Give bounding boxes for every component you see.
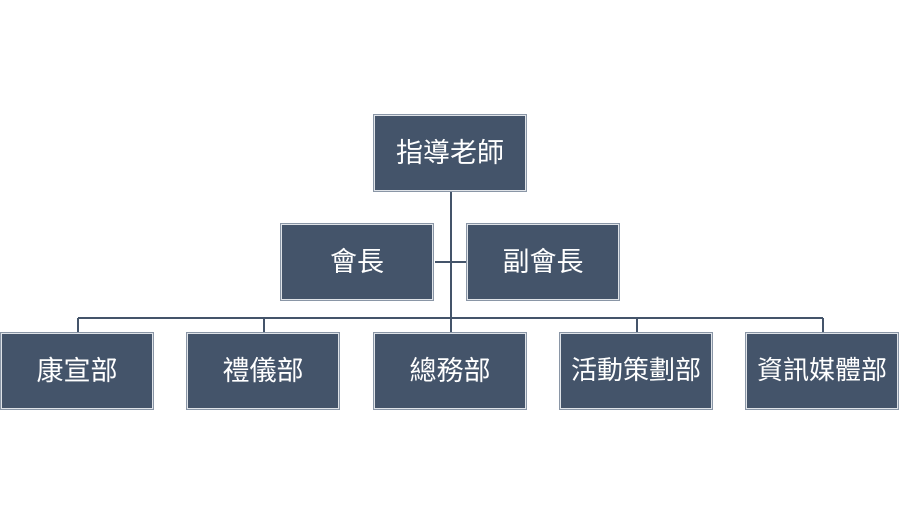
node-department-label: 康宣部 bbox=[36, 355, 118, 387]
node-department-publicity: 康宣部 bbox=[0, 332, 154, 410]
node-department-information-media: 資訊媒體部 bbox=[745, 332, 899, 410]
node-vice-president-label: 副會長 bbox=[502, 246, 584, 278]
node-advisor: 指導老師 bbox=[373, 114, 527, 192]
node-department-label: 活動策劃部 bbox=[570, 356, 701, 386]
node-advisor-label: 指導老師 bbox=[396, 137, 504, 169]
node-president: 會長 bbox=[280, 223, 434, 301]
node-department-event-planning: 活動策劃部 bbox=[559, 332, 713, 410]
node-president-label: 會長 bbox=[330, 246, 384, 278]
node-department-label: 禮儀部 bbox=[222, 355, 304, 387]
node-department-label: 總務部 bbox=[409, 355, 491, 387]
node-department-general-affairs: 總務部 bbox=[373, 332, 527, 410]
node-department-etiquette: 禮儀部 bbox=[186, 332, 340, 410]
node-department-label: 資訊媒體部 bbox=[756, 356, 887, 386]
node-vice-president: 副會長 bbox=[466, 223, 620, 301]
